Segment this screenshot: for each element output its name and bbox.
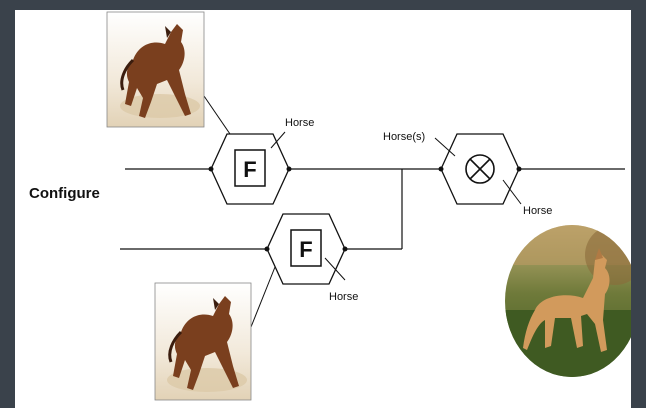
lower-filter-symbol: F	[299, 237, 312, 262]
combiner-node	[434, 133, 522, 205]
upper-filter-node: F	[208, 131, 292, 205]
top-horse-image	[106, 11, 205, 128]
pipeline-diagram: F Horse F Horse Horse(s) Horse Configure	[29, 11, 631, 401]
upper-filter-symbol: F	[243, 157, 256, 182]
lower-filter-output-label: Horse	[329, 291, 358, 303]
diagram-panel: F Horse F Horse Horse(s) Horse Configure	[15, 10, 631, 408]
bottom-horse-image	[154, 282, 252, 401]
foal-output-image	[505, 225, 631, 377]
lower-filter-node: F	[264, 213, 348, 285]
configure-label: Configure	[29, 185, 100, 202]
combiner-input-label: Horse(s)	[383, 131, 425, 143]
top-image-connector	[203, 95, 231, 135]
upper-filter-output-label: Horse	[285, 117, 314, 129]
bottom-image-connector	[250, 261, 278, 328]
combiner-output-label: Horse	[523, 205, 552, 217]
